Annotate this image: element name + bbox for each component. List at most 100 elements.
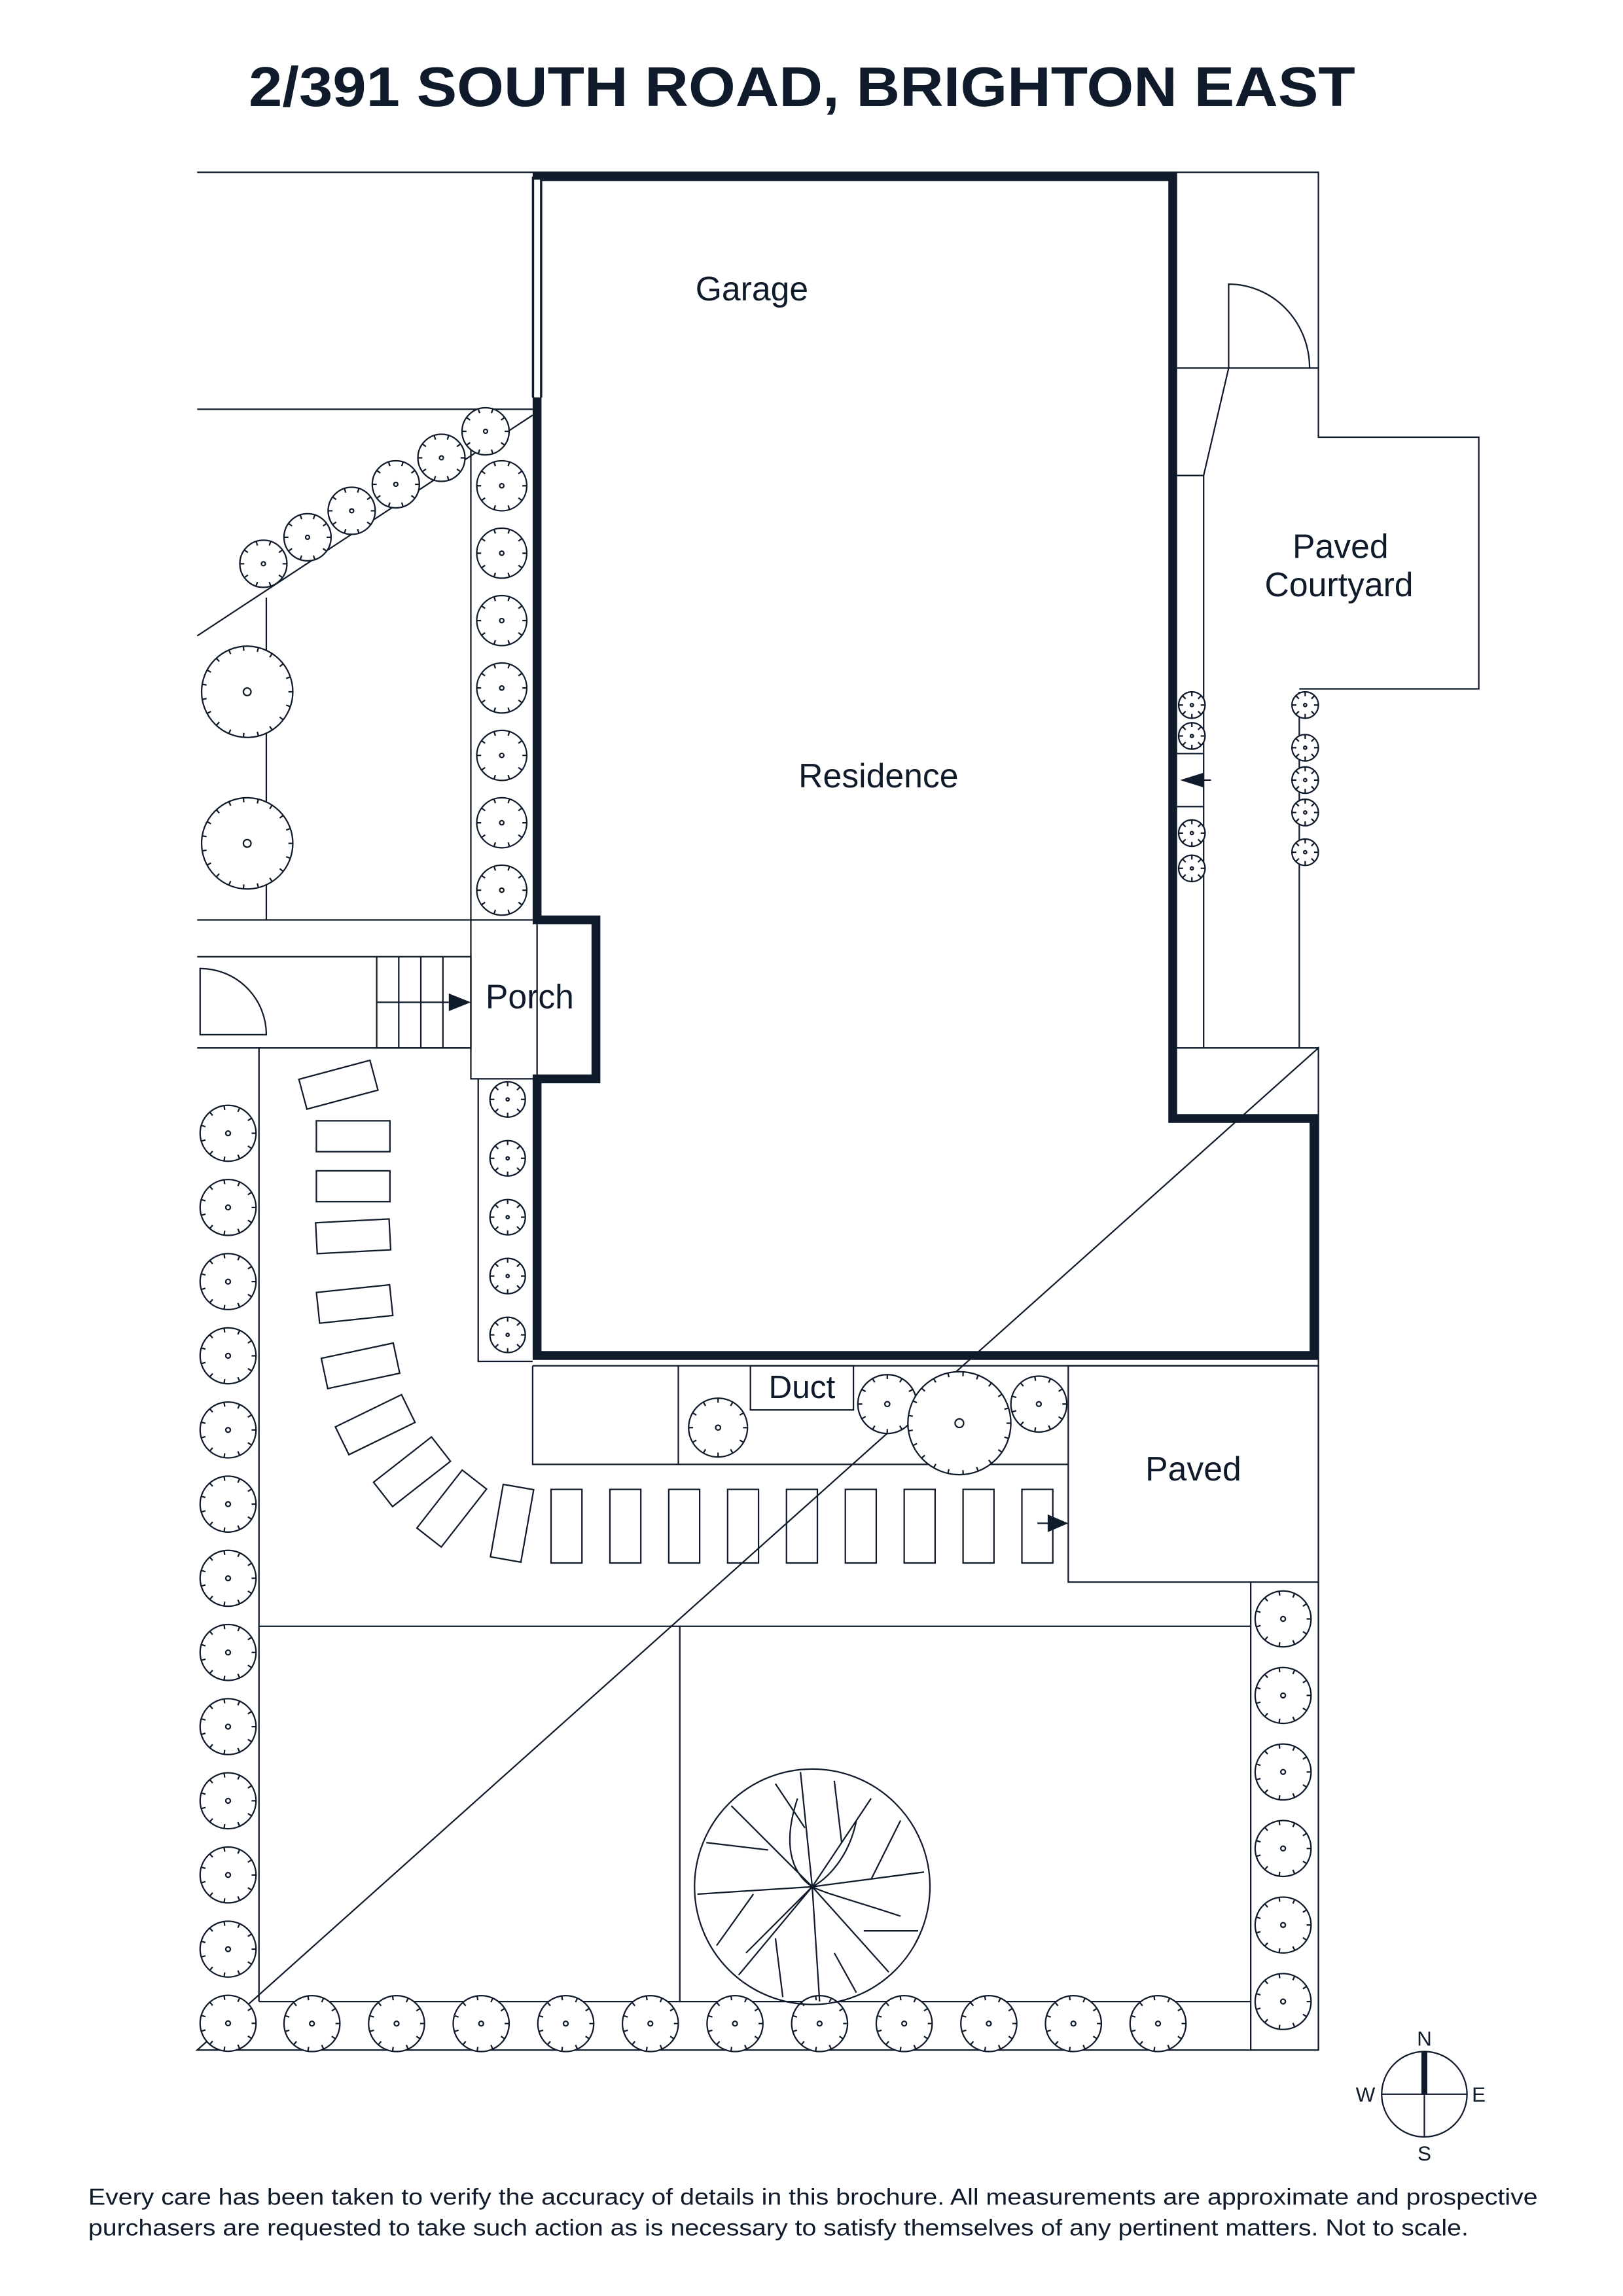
stepping-stone <box>416 1469 488 1549</box>
room-label-porch: Porch <box>486 977 574 1015</box>
stepping-stone <box>315 1170 391 1203</box>
room-label-residence: Residence <box>798 757 958 795</box>
stepping-stone <box>372 1435 452 1508</box>
stepping-stone <box>844 1488 878 1564</box>
stepping-stone <box>315 1120 391 1153</box>
shrub-icon <box>199 1327 257 1385</box>
shrub-icon <box>857 1374 918 1435</box>
shrub-icon <box>1177 819 1206 848</box>
room-label-paved-courtyard-2: Courtyard <box>1265 565 1414 603</box>
shrub-icon <box>283 1994 341 2053</box>
shrub-icon <box>1254 1590 1312 1648</box>
page-title: 2/391 SOUTH ROAD, BRIGHTON EAST <box>249 56 1355 118</box>
compass-s: S <box>1418 2142 1431 2165</box>
shrub-icon <box>1254 1666 1312 1725</box>
room-label-duct: Duct <box>769 1369 836 1405</box>
shrub-icon <box>537 1994 595 2053</box>
site-lines <box>195 171 1480 2051</box>
shrub-icon <box>1291 798 1319 827</box>
residence-outline <box>532 172 1319 1360</box>
shrub-icon <box>706 1994 764 2053</box>
shrub-icon <box>489 1081 526 1118</box>
disclaimer-line-1: Every care has been taken to verify the … <box>88 2184 1538 2210</box>
shrub-icon <box>489 1139 526 1177</box>
shrub-icon <box>476 662 528 714</box>
shrub-icon <box>1291 838 1319 867</box>
stepping-stone <box>334 1393 416 1456</box>
shrub-icon <box>199 1104 257 1162</box>
shrub-icon <box>1254 1896 1312 1954</box>
paved-area <box>1067 1365 1319 1583</box>
shrub-icon <box>960 1994 1018 2053</box>
shrub-icon <box>239 539 288 588</box>
shrub-icon <box>476 729 528 781</box>
shrub-icon <box>489 1316 526 1354</box>
shrub-icon <box>327 486 376 535</box>
shrub-icon <box>199 1253 257 1310</box>
room-label-paved-courtyard: Paved <box>1293 527 1389 565</box>
compass-w: W <box>1356 2083 1376 2106</box>
shrub-icon <box>1129 1994 1187 2053</box>
path-arrow <box>1047 1514 1069 1532</box>
shrub-icon <box>476 864 528 916</box>
shrub-icon <box>461 406 510 456</box>
north-needle-icon <box>1421 2051 1427 2094</box>
entry-arrow <box>448 993 471 1011</box>
shrub-icon <box>875 1994 933 2053</box>
shrub-icon <box>199 1401 257 1459</box>
stepping-stone <box>962 1488 995 1564</box>
large-tree <box>694 1768 931 2005</box>
shrub-icon <box>452 1994 510 2053</box>
stepping-stone <box>668 1488 701 1564</box>
shrub-icon <box>476 527 528 579</box>
shrub-icon <box>476 797 528 849</box>
shrub-icon <box>200 645 294 738</box>
stepping-stone <box>1021 1488 1054 1564</box>
stepping-stone <box>609 1488 642 1564</box>
stepping-stone <box>320 1342 401 1390</box>
shrub-icon <box>1254 1820 1312 1878</box>
shrub-icon <box>417 433 466 482</box>
shrub-icon <box>199 1994 257 2053</box>
compass-e: E <box>1472 2083 1486 2106</box>
compass-n: N <box>1417 2028 1432 2051</box>
shrub-icon <box>1291 691 1319 719</box>
shrub-icon <box>476 594 528 647</box>
shrub-icon <box>791 1994 849 2053</box>
shrub-icon <box>199 1475 257 1533</box>
stepping-stone <box>298 1059 379 1111</box>
stepping-stone <box>490 1483 535 1564</box>
stepping-stones <box>298 1059 1054 1564</box>
shrub-icon <box>688 1397 749 1458</box>
shrub-icon <box>368 1994 425 2053</box>
shrub-icon <box>489 1198 526 1236</box>
shrub-icon <box>476 459 528 512</box>
shrub-icon <box>200 797 294 890</box>
courtyard-entry-arrow <box>1180 772 1204 788</box>
shrub-icon <box>199 1623 257 1681</box>
compass: N S E W <box>1356 2028 1486 2165</box>
shrub-icon <box>199 1920 257 1978</box>
stepping-stone <box>315 1283 394 1324</box>
shrub-icon <box>1177 691 1206 719</box>
shrub-icon <box>1254 1973 1312 2030</box>
shrub-icon <box>1177 722 1206 750</box>
shrub-icon <box>1291 766 1319 795</box>
stepping-stone <box>726 1488 760 1564</box>
stepping-stone <box>785 1488 819 1564</box>
shrub-icon <box>1010 1375 1068 1433</box>
shrub-icon <box>199 1549 257 1607</box>
gate-door-swing <box>199 967 268 1035</box>
shrub-icon <box>621 1994 679 2053</box>
shrub-icon <box>371 459 420 509</box>
shrub-icon <box>489 1257 526 1295</box>
shrub-icon <box>1177 854 1206 883</box>
shrub-icon <box>199 1846 257 1904</box>
room-label-paved: Paved <box>1145 1450 1241 1488</box>
shrub-icon <box>199 1698 257 1755</box>
disclaimer-line-2: purchasers are requested to take such ac… <box>88 2215 1469 2241</box>
stepping-stone <box>315 1218 392 1255</box>
shrub-icon <box>907 1371 1012 1476</box>
shrub-icon <box>199 1178 257 1236</box>
